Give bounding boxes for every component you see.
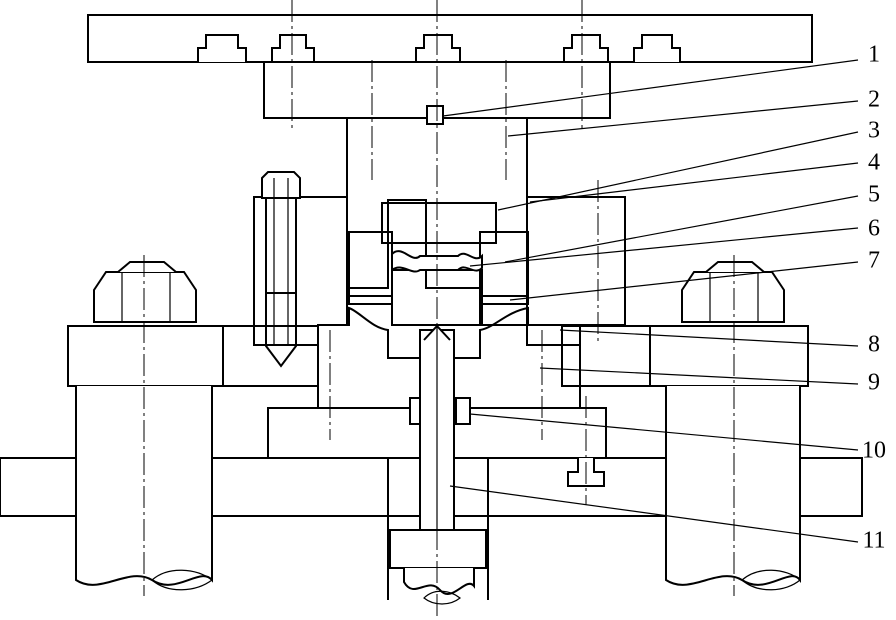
callout-2: 2	[868, 87, 880, 113]
die-insert	[348, 202, 529, 326]
callout-3: 3	[868, 118, 880, 144]
callout-7: 7	[868, 248, 880, 274]
top-key	[426, 105, 444, 125]
callout-1: 1	[868, 42, 880, 68]
callout-4: 4	[868, 150, 880, 176]
press-ram-table	[87, 14, 813, 63]
callout-5: 5	[868, 182, 880, 208]
callout-11: 11	[862, 528, 885, 554]
callout-10: 10	[862, 438, 886, 464]
guide-pin	[261, 171, 301, 368]
callout-6: 6	[868, 216, 880, 242]
center-lines	[143, 0, 735, 620]
callouts: 1 2 3 4 5 6 7 8 9 10 11	[442, 42, 886, 554]
callout-8: 8	[868, 332, 880, 358]
callout-9: 9	[868, 370, 880, 396]
left-clamp	[67, 261, 319, 387]
t-slots	[197, 34, 681, 62]
